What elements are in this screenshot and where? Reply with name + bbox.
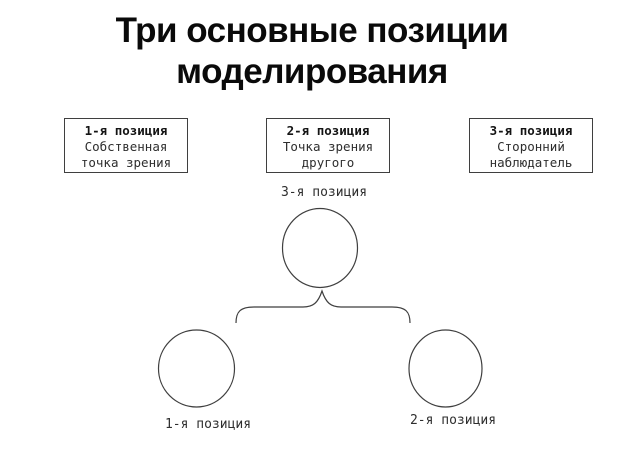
position-box-3-heading: 3-я позиция [489,123,573,138]
label-top-circle: 3-я позиция [280,185,368,200]
position-box-2-heading: 2-я позиция [286,123,370,138]
position-box-3: 3-я позиция Сторонний наблюдатель [469,118,593,173]
position-box-3-line-1: Сторонний [497,139,565,154]
label-bottom-left-circle: 1-я позиция [164,417,252,432]
brace-connector [235,289,411,324]
position-box-3-line-2: наблюдатель [489,155,573,170]
circle-first-position [157,329,236,408]
title-line-2: моделирования [176,52,448,91]
position-box-2-line-2: другого [301,155,355,170]
title-line-1: Три основные позиции [115,11,509,50]
circle-second-position [408,329,483,408]
circle-third-position [281,207,359,289]
position-box-2-line-1: Точка зрения [282,139,374,154]
position-box-1-line-2: точка зрения [80,155,172,170]
position-box-1-line-1: Собственная [84,139,168,154]
position-box-1: 1-я позиция Собственная точка зрения [64,118,188,173]
position-box-2: 2-я позиция Точка зрения другого [266,118,390,173]
position-box-1-heading: 1-я позиция [84,123,168,138]
label-bottom-right-circle: 2-я позиция [409,413,497,428]
